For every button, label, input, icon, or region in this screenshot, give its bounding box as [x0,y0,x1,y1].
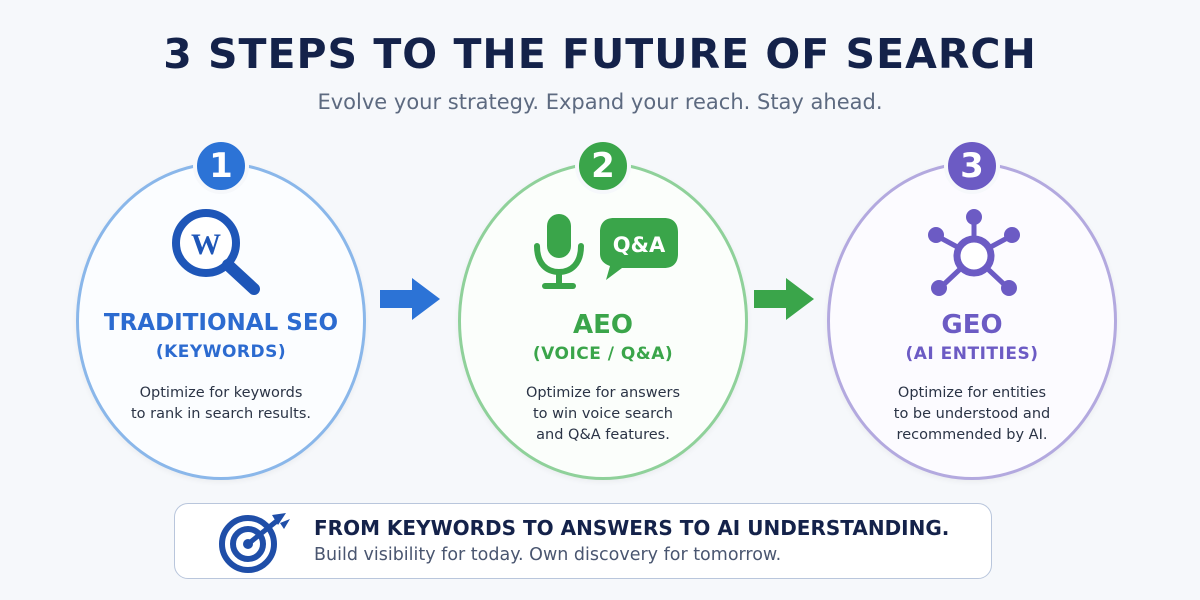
summary-banner [174,503,992,579]
step-3-number-badge: 3 [944,138,1000,194]
arrow-right-icon [754,278,814,320]
target-icon [219,513,290,573]
step-1-description: Optimize for keywords to rank in search … [131,385,311,422]
step-1-subtitle: (KEYWORDS) [155,342,287,362]
step-2-title: AEO [573,310,633,340]
microphone-icon [534,214,584,289]
qa-bubble-label: Q&A [613,233,666,257]
step-2-number-badge: 2 [575,138,631,194]
magnifier-w-icon: W [172,209,260,295]
step-3-title: GEO [941,310,1003,340]
step-1-number-badge: 1 [193,138,249,194]
chat-bubble-icon: Q&A [600,218,678,280]
step-3-description: Optimize for entities to be understood a… [893,385,1051,443]
step-1-title: TRADITIONAL SEO [103,310,339,336]
arrow-right-icon [380,278,440,320]
page-subtitle: Evolve your strategy. Expand your reach.… [317,90,883,114]
banner-subtitle: Build visibility for today. Own discover… [314,545,782,565]
banner-title: FROM KEYWORDS TO ANSWERS TO AI UNDERSTAN… [314,516,950,540]
step-2-description: Optimize for answers to win voice search… [525,385,681,443]
page-title: 3 STEPS TO THE FUTURE OF SEARCH [163,30,1037,78]
step-2-subtitle: (VOICE / Q&A) [532,344,674,364]
network-icon [928,209,1020,296]
step-3-subtitle: (AI ENTITIES) [905,344,1039,364]
step-1-icon-letter: W [191,228,221,261]
step-2-circle [458,162,748,480]
